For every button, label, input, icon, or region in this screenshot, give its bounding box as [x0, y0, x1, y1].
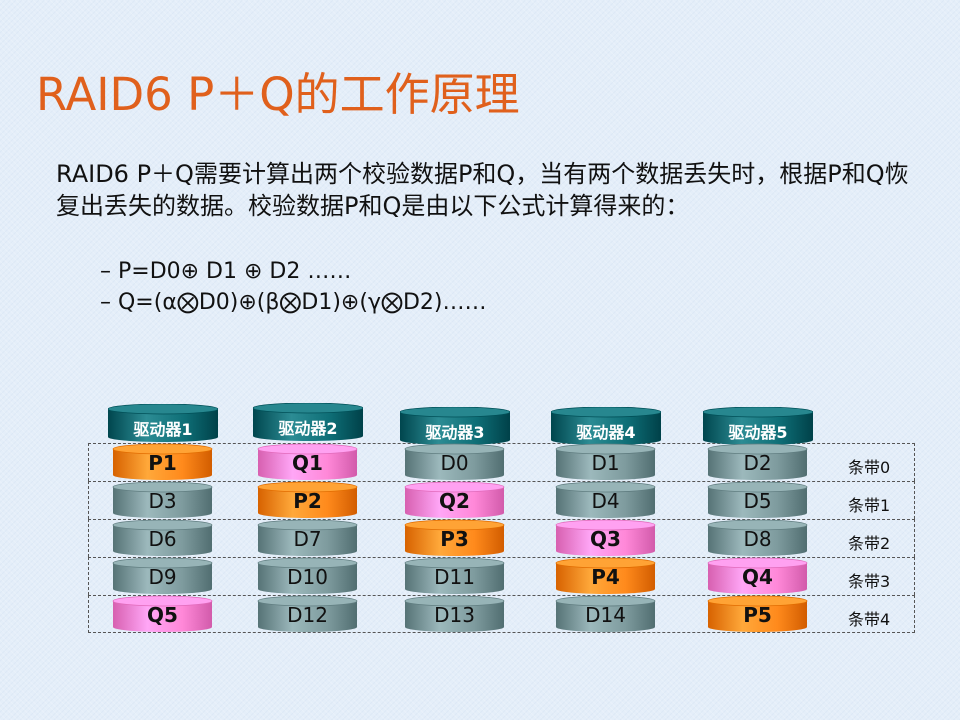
stripe-label-2: 条带2 — [848, 530, 890, 554]
block-label: D7 — [258, 527, 357, 551]
block-label: P3 — [405, 527, 504, 551]
block-data: D5 — [708, 482, 807, 518]
block-data: D0 — [405, 444, 504, 480]
block-data: D12 — [258, 596, 357, 632]
block-parity-p: P2 — [258, 482, 357, 518]
stripe-label-3: 条带3 — [848, 568, 890, 592]
block-parity-q: Q3 — [556, 520, 655, 556]
block-data: D11 — [405, 558, 504, 594]
block-label: Q4 — [708, 565, 807, 589]
block-label: D11 — [405, 565, 504, 589]
block-parity-p: P1 — [113, 444, 212, 480]
drive-label: 驱动器1 — [108, 416, 218, 440]
block-parity-p: P3 — [405, 520, 504, 556]
block-data: D4 — [556, 482, 655, 518]
drive-header-4: 驱动器4 — [551, 407, 661, 447]
block-label: Q2 — [405, 489, 504, 513]
block-label: D8 — [708, 527, 807, 551]
block-data: D9 — [113, 558, 212, 594]
block-parity-q: Q4 — [708, 558, 807, 594]
block-data: D14 — [556, 596, 655, 632]
drive-label: 驱动器2 — [253, 415, 363, 439]
block-label: P4 — [556, 565, 655, 589]
drive-header-5: 驱动器5 — [703, 407, 813, 447]
block-label: P2 — [258, 489, 357, 513]
block-data: D1 — [556, 444, 655, 480]
block-label: D0 — [405, 451, 504, 475]
block-parity-p: P4 — [556, 558, 655, 594]
drive-label: 驱动器4 — [551, 419, 661, 443]
block-data: D6 — [113, 520, 212, 556]
block-label: Q3 — [556, 527, 655, 551]
stripe-label-0: 条带0 — [848, 454, 890, 478]
block-data: D2 — [708, 444, 807, 480]
block-label: D10 — [258, 565, 357, 589]
block-label: P1 — [113, 451, 212, 475]
drive-header-2: 驱动器2 — [253, 403, 363, 443]
block-label: P5 — [708, 603, 807, 627]
block-label: D1 — [556, 451, 655, 475]
drive-header-3: 驱动器3 — [400, 407, 510, 447]
drive-label: 驱动器5 — [703, 419, 813, 443]
block-data: D10 — [258, 558, 357, 594]
stripe-label-1: 条带1 — [848, 492, 890, 516]
block-label: Q5 — [113, 603, 212, 627]
block-label: D5 — [708, 489, 807, 513]
formula-q: – Q=(α⨂D0)⊕(β⨂D1)⊕(γ⨂D2)…… — [100, 290, 486, 315]
stripe-label-4: 条带4 — [848, 606, 890, 630]
drive-header-1: 驱动器1 — [108, 404, 218, 444]
block-label: D2 — [708, 451, 807, 475]
block-parity-q: Q2 — [405, 482, 504, 518]
block-data: D3 — [113, 482, 212, 518]
block-parity-p: P5 — [708, 596, 807, 632]
formula-p: – P=D0⊕ D1 ⊕ D2 …… — [100, 259, 351, 284]
block-label: D9 — [113, 565, 212, 589]
block-label: D4 — [556, 489, 655, 513]
block-data: D8 — [708, 520, 807, 556]
block-parity-q: Q5 — [113, 596, 212, 632]
block-label: D12 — [258, 603, 357, 627]
block-data: D7 — [258, 520, 357, 556]
block-label: D13 — [405, 603, 504, 627]
block-label: D6 — [113, 527, 212, 551]
block-label: D14 — [556, 603, 655, 627]
block-label: Q1 — [258, 451, 357, 475]
page-title: RAID6 P＋Q的工作原理 — [36, 58, 520, 123]
drive-label: 驱动器3 — [400, 419, 510, 443]
description-text: RAID6 P＋Q需要计算出两个校验数据P和Q，当有两个数据丢失时，根据P和Q恢… — [56, 158, 926, 222]
block-parity-q: Q1 — [258, 444, 357, 480]
block-data: D13 — [405, 596, 504, 632]
block-label: D3 — [113, 489, 212, 513]
